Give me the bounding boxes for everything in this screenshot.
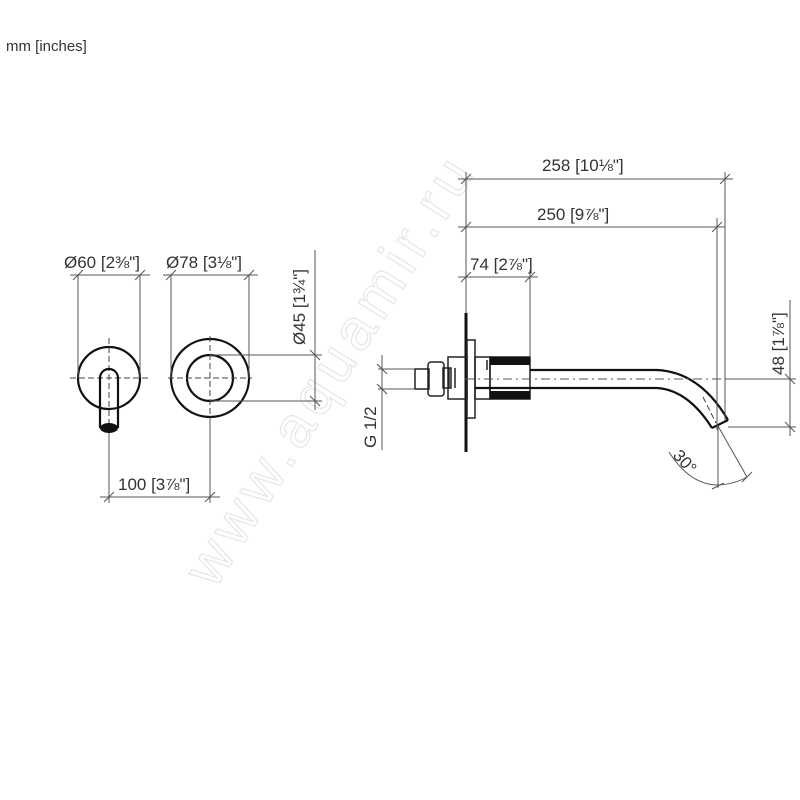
side-view	[414, 313, 735, 452]
dim-length-258: 258 [10⅛"]	[458, 156, 733, 420]
svg-text:30°: 30°	[669, 446, 700, 478]
dim-diameter-78: Ø78 [3⅛"]	[163, 253, 258, 378]
svg-text:250 [9⅞"]: 250 [9⅞"]	[537, 205, 609, 224]
svg-text:74 [2⅞"]: 74 [2⅞"]	[470, 255, 533, 274]
dim-thread-g12: G 1/2	[361, 355, 415, 450]
svg-text:48 [1⅞"]: 48 [1⅞"]	[769, 312, 788, 375]
svg-text:258 [10⅛"]: 258 [10⅛"]	[542, 156, 624, 175]
dim-angle-30: 30°	[668, 425, 753, 490]
dim-diameter-45: Ø45 [1¾"]	[210, 250, 322, 410]
svg-text:Ø78 [3⅛"]: Ø78 [3⅛"]	[166, 253, 242, 272]
watermark: www.aquamir.ru	[170, 141, 489, 597]
spout-front-view	[70, 338, 148, 440]
handle-front-view	[168, 336, 252, 420]
dim-center-100: 100 [3⅞"]	[100, 417, 220, 503]
dim-depth-74: 74 [2⅞"]	[458, 255, 538, 357]
units-label: mm [inches]	[6, 38, 87, 55]
svg-text:Ø45 [1¾"]: Ø45 [1¾"]	[290, 269, 309, 345]
svg-text:Ø60 [2⅜"]: Ø60 [2⅜"]	[64, 253, 140, 272]
dim-length-250: 250 [9⅞"]	[458, 205, 725, 430]
svg-text:G 1/2: G 1/2	[361, 406, 380, 448]
dim-diameter-60: Ø60 [2⅜"]	[64, 253, 150, 378]
svg-text:100 [3⅞"]: 100 [3⅞"]	[118, 475, 190, 494]
dim-height-48: 48 [1⅞"]	[725, 300, 796, 436]
